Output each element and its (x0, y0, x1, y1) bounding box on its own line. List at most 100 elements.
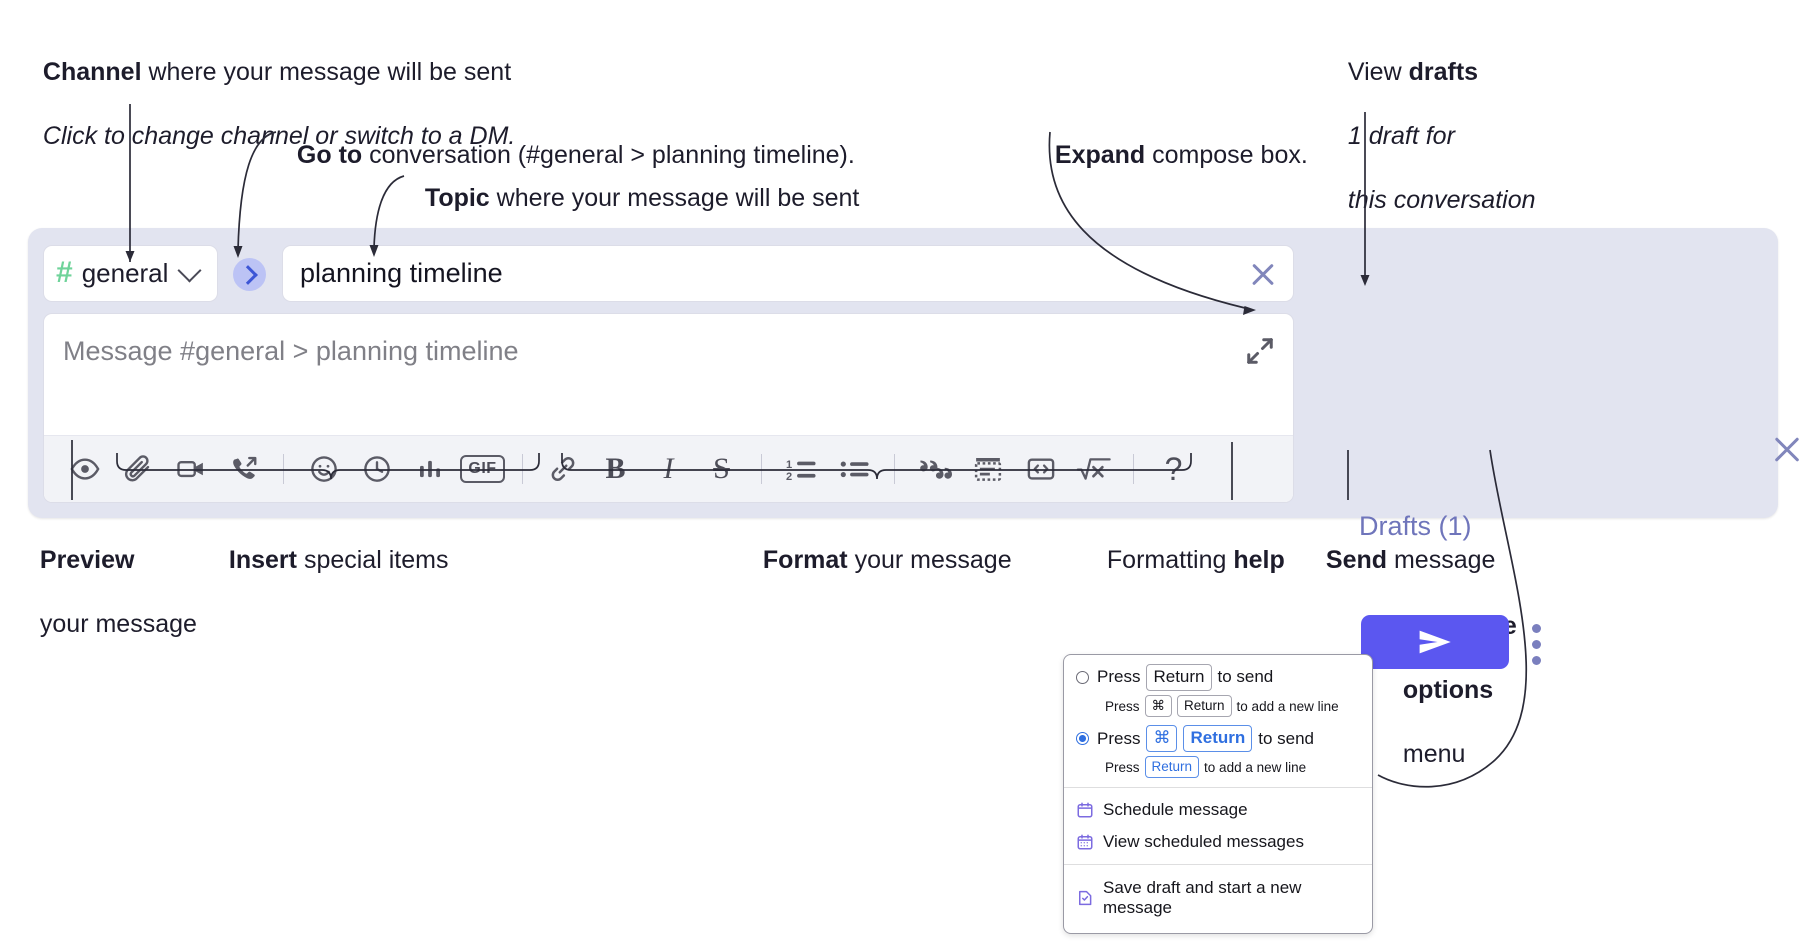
kebab-dot (1531, 655, 1541, 665)
annotation-channel-bold: Channel (42, 58, 142, 86)
annotation-insert: Insert special items (215, 512, 449, 576)
message-compose-box: # general planning timeline Message #gen… (28, 228, 1778, 669)
radio-option-return[interactable]: Press Return to send Press ⌘ Return to a… (1076, 664, 1360, 718)
kebab-dot (1531, 639, 1541, 649)
bulleted-list-icon[interactable] (828, 443, 881, 495)
audio-clip-icon[interactable] (217, 443, 270, 495)
send-button[interactable] (1361, 615, 1509, 669)
radio-option-cmd-return[interactable]: Press ⌘ Return to send Press Return to a… (1076, 725, 1360, 779)
menu-item-view-scheduled[interactable]: View scheduled messages (1064, 826, 1372, 858)
annotation-drafts-prefix: View (1347, 58, 1409, 86)
annotation-goto: Go to conversation (#general > planning … (283, 107, 855, 171)
ordered-list-icon[interactable]: 1 2 (775, 443, 828, 495)
keycap-return: Return (1144, 756, 1200, 779)
bold-icon[interactable]: B (589, 443, 642, 495)
press-label: Press (1097, 667, 1141, 687)
annotation-format-rest: your message (847, 546, 1012, 574)
annotation-goto-bold: Go to (296, 141, 363, 169)
annotation-topic-bold: Topic (424, 184, 490, 212)
gif-icon[interactable]: GIF (456, 443, 509, 495)
keycap-command: ⌘ (1144, 694, 1173, 718)
goto-conversation-button[interactable] (233, 258, 266, 291)
keycap-return: Return (1177, 694, 1232, 718)
italic-label: I (663, 452, 674, 485)
topic-value: planning timeline (300, 258, 503, 288)
annotation-compose-options: Compose options menu (1389, 578, 1517, 770)
annotation-send-bold: Send (1325, 546, 1388, 574)
channel-name-label: general (81, 258, 169, 288)
emoji-icon[interactable] (297, 443, 350, 495)
compose-options-menu: Press Return to send Press ⌘ Return to a… (1063, 654, 1373, 935)
preview-icon[interactable] (58, 443, 111, 495)
press-label: Press (1097, 728, 1141, 748)
poll-icon[interactable] (403, 443, 456, 495)
save-draft-icon (1076, 889, 1094, 907)
gif-label: GIF (460, 455, 505, 483)
toolbar-separator (1133, 454, 1134, 484)
menu-item-label: View scheduled messages (1103, 832, 1304, 852)
annotation-format-bold: Format (762, 546, 848, 574)
italic-icon[interactable]: I (642, 443, 695, 495)
message-placeholder: Message #general > planning timeline (63, 336, 519, 366)
annotation-formatting-help: Formatting help (1093, 512, 1285, 576)
blockquote-icon[interactable] (908, 443, 961, 495)
radio-button-unselected[interactable] (1076, 670, 1089, 684)
chevron-right-icon (237, 264, 258, 285)
svg-text:1: 1 (786, 459, 792, 471)
code-icon[interactable] (1014, 443, 1067, 495)
menu-divider (1064, 864, 1372, 866)
compose-options-menu-button[interactable] (1521, 620, 1551, 668)
message-input-container[interactable]: Message #general > planning timeline (43, 313, 1294, 503)
keycap-command: ⌘ (1146, 725, 1178, 753)
math-icon[interactable] (1067, 443, 1120, 495)
radio-option-main-text: Press Return to send (1097, 664, 1273, 691)
help-label: ? (1164, 451, 1183, 487)
channel-picker[interactable]: # general (43, 245, 218, 302)
annotation-drafts-bold: drafts (1408, 58, 1479, 86)
radio-button-selected[interactable] (1076, 732, 1089, 746)
toolbar-separator (894, 454, 895, 484)
schedule-group: Schedule message View scheduled messages (1064, 788, 1372, 864)
to-send-label: to send (1258, 728, 1315, 748)
toolbar-separator (761, 454, 762, 484)
annotation-expand: Expand compose box. (1041, 107, 1308, 171)
menu-item-label: Save draft and start a new message (1103, 878, 1302, 918)
compose-inner: # general planning timeline Message #gen… (28, 228, 1309, 518)
newline-label: to add a new line (1204, 759, 1307, 775)
annotation-send-rest: message (1387, 546, 1496, 574)
annotation-preview-bold: Preview (39, 546, 135, 574)
keycap-return: Return (1183, 725, 1253, 753)
press-label: Press (1105, 698, 1140, 714)
menu-item-schedule-message[interactable]: Schedule message (1064, 794, 1372, 826)
radio-option-main-text: Press ⌘ Return to send (1097, 725, 1315, 753)
svg-text:2: 2 (786, 471, 792, 483)
code-block-icon[interactable] (961, 443, 1014, 495)
strikethrough-icon[interactable]: S (695, 443, 748, 495)
annotation-drafts: View drafts 1 draft for this conversatio… (1334, 24, 1536, 216)
annotation-drafts-sub2: this conversation (1347, 186, 1536, 214)
annotation-goto-rest: conversation (#general > planning timeli… (362, 141, 855, 169)
radio-option-sub-text: Press Return to add a new line (1105, 756, 1360, 779)
close-icon[interactable] (1247, 258, 1279, 290)
link-icon[interactable] (536, 443, 589, 495)
calendar-schedule-icon (1076, 801, 1094, 819)
video-clip-icon[interactable] (164, 443, 217, 495)
toolbar-separator (283, 454, 284, 484)
annotation-preview-sub: your message (39, 610, 197, 638)
annotation-compose-sub: menu (1402, 740, 1466, 768)
help-icon[interactable]: ? (1147, 443, 1200, 495)
annotation-channel-rest: where your message will be sent (141, 58, 512, 86)
annotation-expand-rest: compose box. (1145, 141, 1308, 169)
menu-item-save-draft[interactable]: Save draft and start a new message (1064, 872, 1372, 924)
schedule-clock-icon[interactable] (350, 443, 403, 495)
send-paper-plane-icon (1419, 630, 1451, 654)
topic-input[interactable]: planning timeline (282, 245, 1294, 302)
expand-icon[interactable] (1245, 336, 1275, 366)
drafts-link[interactable]: Drafts (1) (1359, 511, 1472, 541)
attachment-icon[interactable] (111, 443, 164, 495)
kebab-dot (1531, 623, 1541, 633)
bold-label: B (605, 452, 626, 485)
formatting-toolbar: GIF B I S (44, 435, 1293, 502)
close-icon[interactable] (1770, 433, 1804, 467)
annotation-format: Format your message (749, 512, 1012, 576)
